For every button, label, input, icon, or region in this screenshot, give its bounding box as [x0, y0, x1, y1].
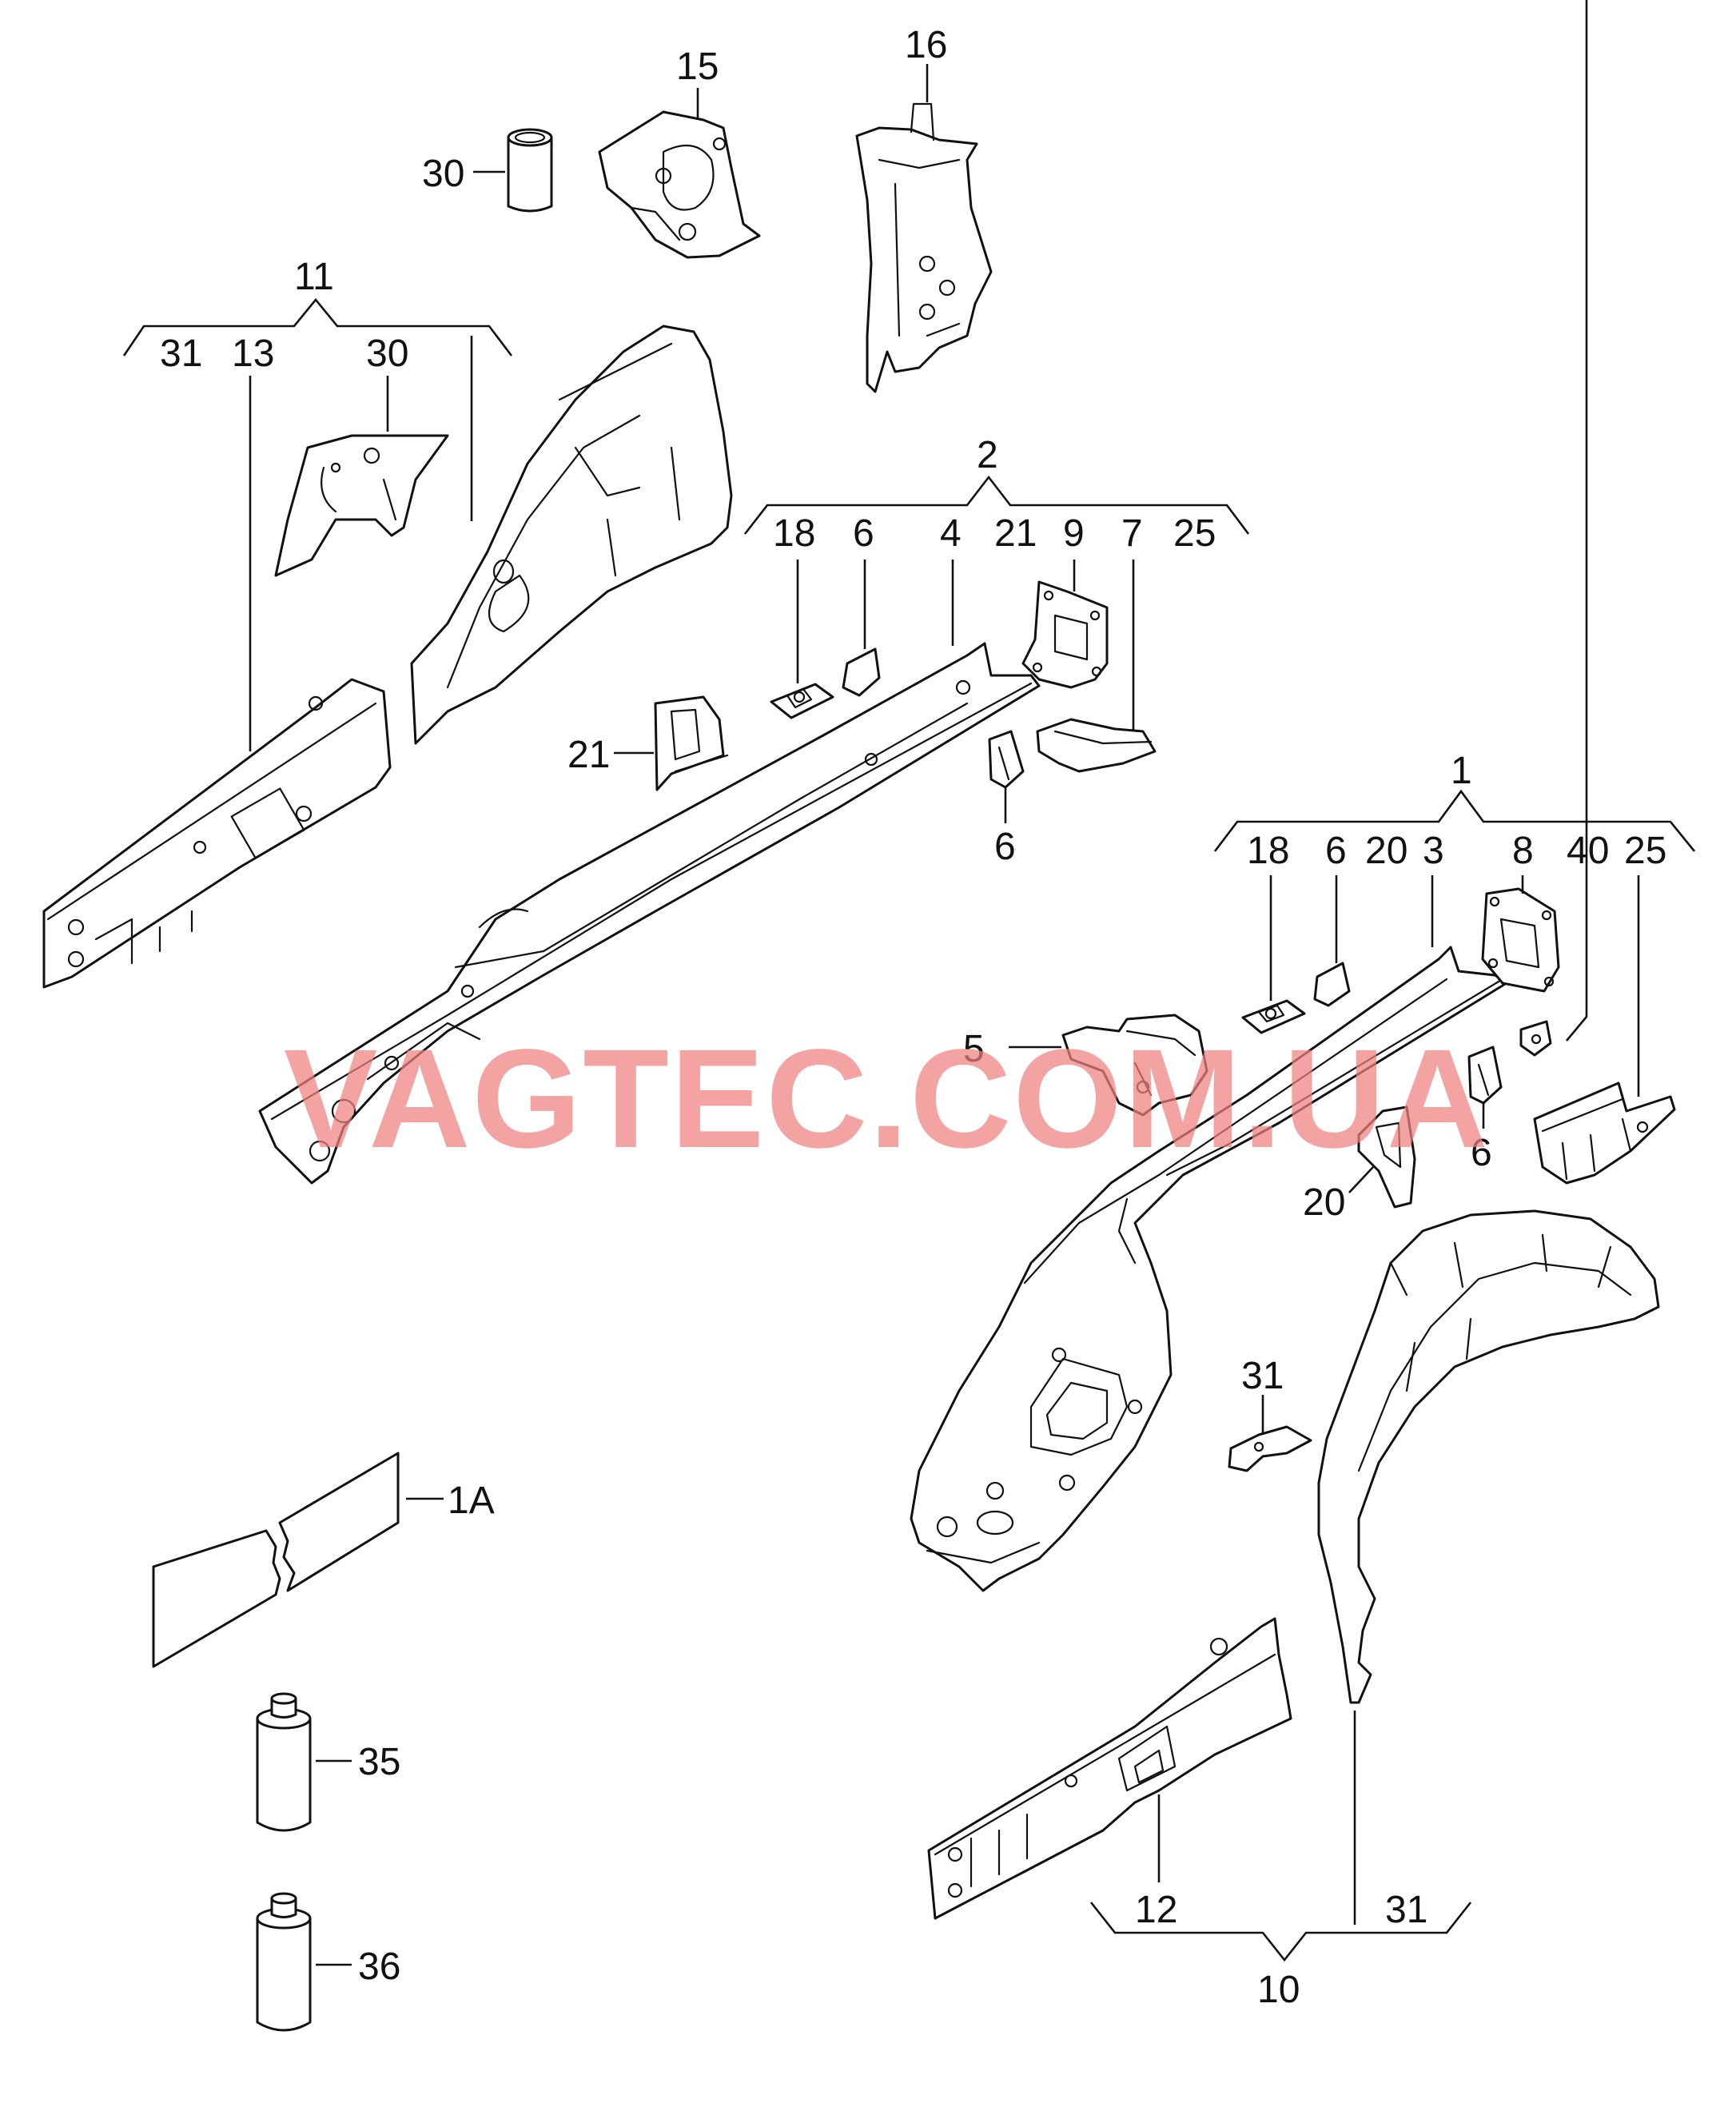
label-9: 9 — [1063, 512, 1085, 555]
label-6-group1a: 6 — [1325, 830, 1347, 872]
label-12: 12 — [1135, 1889, 1177, 1931]
part-36-cartridge[interactable] — [256, 1892, 312, 2032]
label-18-group1: 18 — [1247, 830, 1289, 872]
label-2: 2 — [977, 434, 998, 476]
part-40-bracket[interactable] — [1519, 1020, 1552, 1057]
label-13: 13 — [232, 333, 274, 375]
part-4-side-member[interactable] — [258, 642, 1041, 1185]
label-31-group10: 31 — [1385, 1889, 1427, 1931]
group-1-bracket — [1213, 789, 1696, 852]
label-30-top: 30 — [422, 153, 464, 195]
part-35-cartridge[interactable] — [256, 1692, 312, 1832]
part-13-side-member[interactable] — [42, 678, 392, 989]
part-20-gusset[interactable] — [1357, 1105, 1416, 1209]
leader-20-lower — [1348, 1166, 1374, 1193]
part-31-front-wheelhouse[interactable] — [410, 325, 733, 745]
part-15-bracket[interactable] — [598, 110, 761, 259]
part-21-bracket-left[interactable] — [654, 695, 729, 791]
label-8: 8 — [1512, 830, 1534, 872]
label-40: 40 — [1567, 830, 1609, 872]
watermark-text: VAGTEC.COM.UA — [284, 1021, 1490, 1177]
label-4: 4 — [940, 512, 962, 555]
part-30-sleeve[interactable] — [507, 128, 553, 213]
label-15: 15 — [676, 46, 719, 88]
label-6-group2a: 6 — [853, 512, 874, 555]
part-8-plate[interactable] — [1481, 887, 1560, 993]
part-5-reinforcement[interactable] — [1061, 1014, 1208, 1117]
label-31-small: 31 — [1241, 1355, 1284, 1397]
label-21-group2: 21 — [994, 512, 1037, 555]
part-16-pillar-bracket[interactable] — [855, 102, 993, 393]
label-36: 36 — [358, 1946, 400, 1988]
part-7-reinforcement[interactable] — [1036, 718, 1157, 773]
part-9-plate[interactable] — [1021, 580, 1109, 689]
label-7: 7 — [1121, 512, 1143, 555]
label-25-group2: 25 — [1173, 512, 1216, 555]
label-16: 16 — [905, 24, 947, 66]
part-12-side-member[interactable] — [927, 1617, 1292, 1920]
label-5: 5 — [963, 1028, 985, 1070]
label-6-group2b: 6 — [994, 826, 1016, 868]
part-25-box-bracket[interactable] — [1533, 1081, 1676, 1185]
part-31-small-bracket[interactable] — [1228, 1425, 1312, 1472]
label-6-group1b: 6 — [1471, 1132, 1492, 1174]
group-10-bracket — [1089, 1902, 1472, 1962]
label-1A: 1A — [448, 1480, 495, 1522]
part-3-side-member[interactable] — [910, 946, 1511, 1592]
label-1: 1 — [1451, 750, 1472, 792]
label-11: 11 — [294, 256, 334, 298]
label-21-left: 21 — [567, 734, 610, 776]
label-20-group1: 20 — [1365, 830, 1408, 872]
part-18-bracket-group2[interactable] — [770, 683, 834, 719]
label-3: 3 — [1423, 830, 1444, 872]
label-18-group2: 18 — [773, 512, 815, 555]
label-30-group11: 30 — [366, 333, 408, 375]
label-31-group11: 31 — [160, 333, 202, 375]
label-20-lower: 20 — [1303, 1181, 1345, 1224]
part-31-rear-wheelhouse[interactable] — [1317, 1209, 1660, 1704]
part-6-gusset-group2b[interactable] — [988, 730, 1025, 789]
part-30-inner-panel[interactable] — [274, 434, 449, 577]
group-11-bracket — [122, 297, 513, 356]
part-1A-strip[interactable] — [152, 1452, 400, 1668]
label-35: 35 — [358, 1741, 400, 1783]
part-18-bracket-group1[interactable] — [1241, 999, 1306, 1034]
label-10: 10 — [1257, 1969, 1300, 2011]
part-6-gusset-group1b[interactable] — [1467, 1046, 1503, 1105]
label-25-group1: 25 — [1624, 830, 1666, 872]
part-6-gusset-group1a[interactable] — [1313, 962, 1351, 1007]
leader-40-path — [1566, 875, 1588, 1042]
group-2-bracket — [743, 475, 1250, 535]
part-6-gusset-group2a[interactable] — [842, 647, 881, 697]
